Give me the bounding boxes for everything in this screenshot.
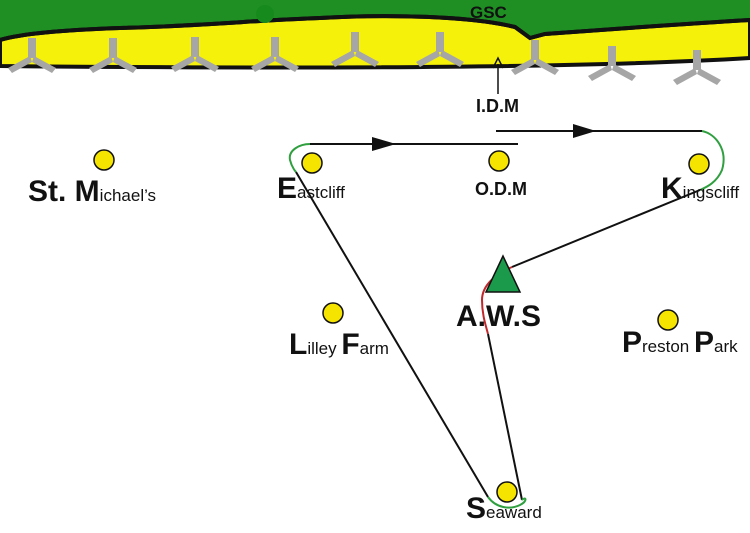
groyne-icons	[8, 32, 721, 85]
place-label-eastcliff: Eastcliff	[277, 172, 345, 205]
place-label-st-michaels: St. Michael’s	[28, 175, 157, 208]
groyne-icon	[89, 38, 137, 73]
track-leg-king-aws	[511, 189, 701, 268]
node-odm	[488, 150, 510, 172]
groyne-icon	[331, 32, 379, 67]
grass-area	[0, 0, 750, 40]
groyne-icon	[416, 32, 464, 67]
groyne-icon	[251, 37, 299, 72]
odm-label: O.D.M	[475, 179, 527, 199]
place-label-lilley-farm: Lilley Farm	[289, 328, 389, 361]
node-seaward	[496, 481, 518, 503]
track-course	[295, 130, 702, 501]
aws-label: A.W.S	[456, 300, 542, 333]
turn-eastcliff	[288, 143, 311, 173]
direction-arrow-icon	[573, 124, 596, 138]
direction-arrow-icon	[372, 137, 396, 151]
node-st-michaels	[93, 149, 115, 171]
place-label-seaward: Seaward	[466, 492, 542, 525]
groyne-icon	[588, 46, 636, 81]
groyne-icon	[673, 50, 721, 85]
place-label-kingscliff: Kingscliff	[661, 172, 740, 205]
groyne-icon	[171, 37, 219, 72]
idm-label: I.D.M	[476, 96, 519, 116]
track-leg-east-seaward	[295, 171, 489, 498]
node-markers	[93, 149, 710, 503]
idm-arrow-icon	[492, 56, 504, 94]
turn-kingscliff	[699, 130, 725, 191]
groyne-icon	[8, 38, 56, 73]
turn-seaward	[487, 496, 527, 509]
node-kingscliff	[688, 153, 710, 175]
groyne-icon	[511, 40, 559, 75]
node-eastcliff	[301, 152, 323, 174]
node-lilley-farm	[322, 302, 344, 324]
node-preston-park	[657, 309, 679, 331]
aws-triangle-icon	[484, 254, 522, 293]
gsc-label: GSC	[470, 3, 507, 22]
tree-icon	[256, 5, 274, 23]
place-label-preston-park: Preston Park	[622, 326, 738, 359]
track-leg-seaward-aws	[487, 333, 523, 501]
